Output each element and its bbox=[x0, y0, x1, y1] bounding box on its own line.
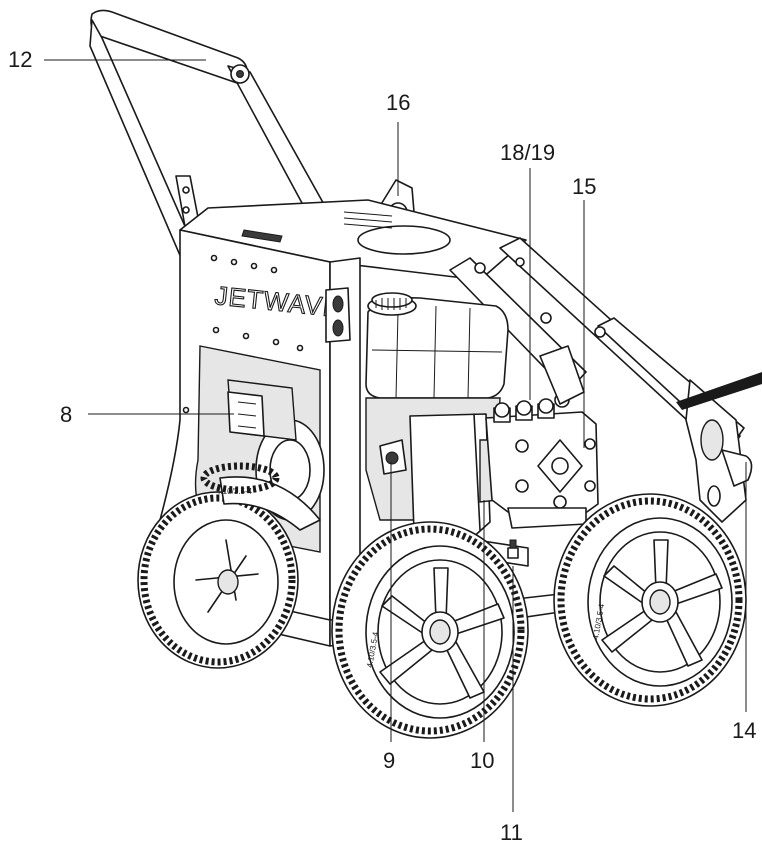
callout-8: 8 bbox=[60, 402, 72, 427]
callout-15: 15 bbox=[572, 174, 596, 199]
callout-18-19: 18/19 bbox=[500, 140, 555, 165]
control-lever bbox=[379, 439, 407, 475]
high-pressure-pump bbox=[485, 345, 599, 529]
leader-lines bbox=[44, 59, 747, 812]
tire-marking: 4.10/3.5-4 bbox=[216, 487, 253, 496]
callout-11: 11 bbox=[500, 820, 523, 845]
callout-10: 10 bbox=[470, 748, 494, 773]
callout-14: 14 bbox=[732, 718, 756, 743]
front-right-wheel: 4.10/3.5-4 bbox=[553, 493, 747, 707]
front-left-wheel: 4.10/3.5-4 bbox=[331, 521, 529, 739]
callout-9: 9 bbox=[383, 748, 395, 773]
callout-16: 16 bbox=[386, 90, 410, 115]
coupling-housing bbox=[409, 413, 499, 541]
rear-left-wheel: 4.10/3.5-4 bbox=[137, 462, 321, 669]
callout-12: 12 bbox=[8, 47, 32, 72]
callout-labels: 12 16 18/19 15 8 9 10 11 14 bbox=[8, 47, 756, 845]
